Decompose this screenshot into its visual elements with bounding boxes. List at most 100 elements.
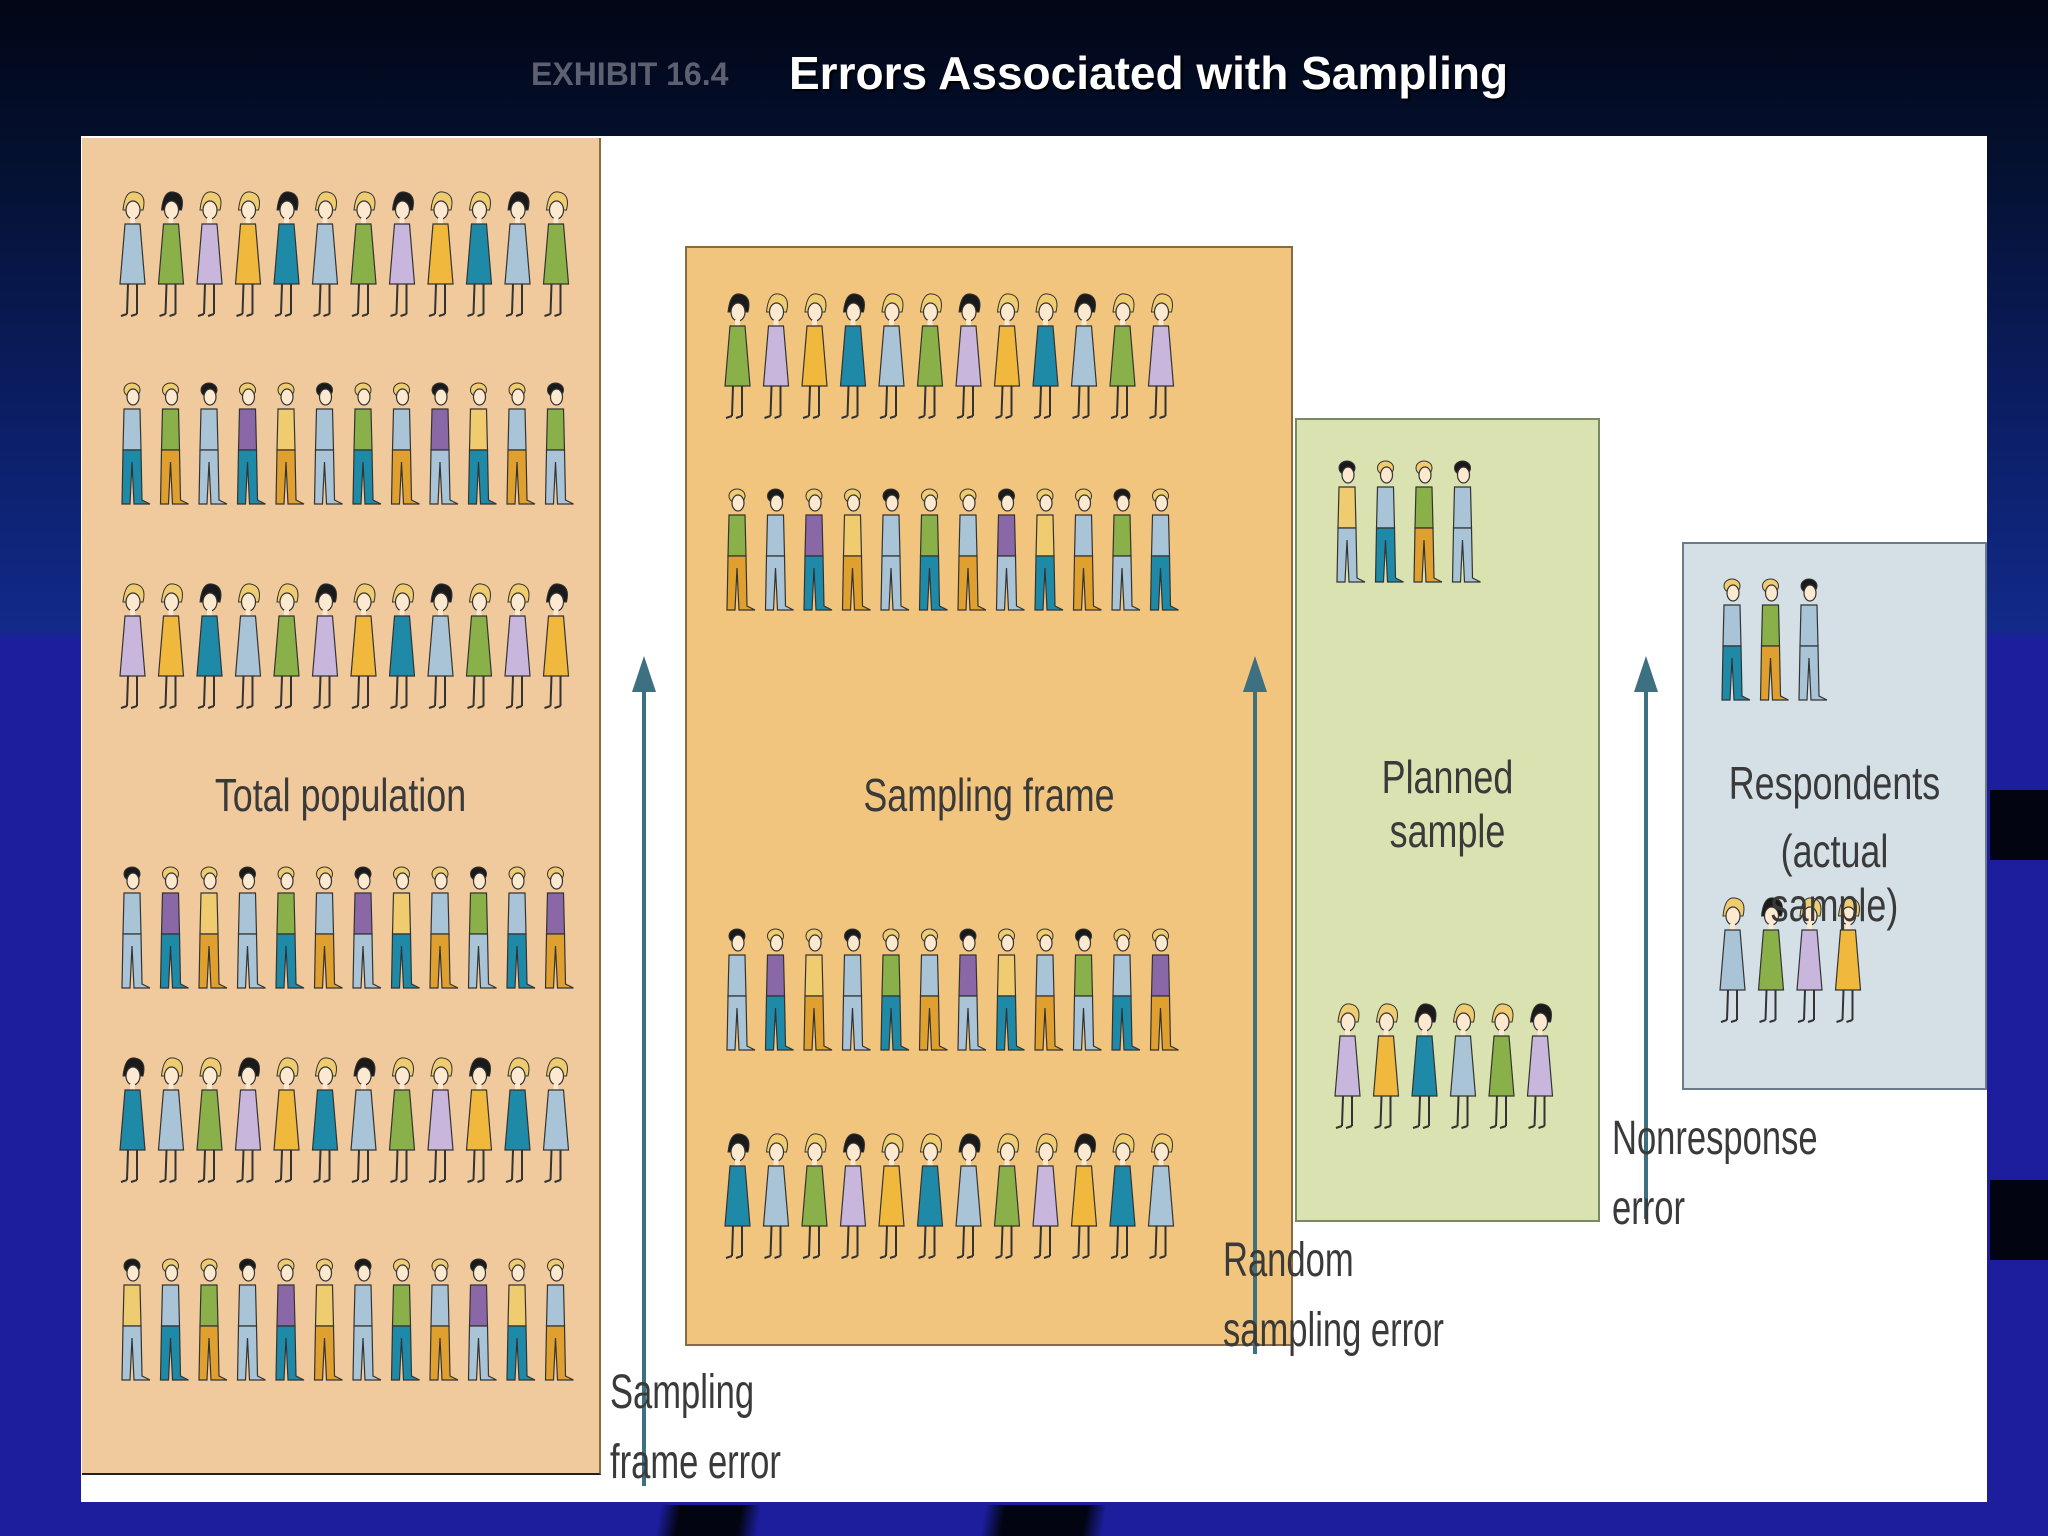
woman-figure [465,191,493,317]
woman-figure [724,293,751,419]
nonresponse-error-line1: Nonresponse [1612,1112,1818,1165]
man-figure [159,866,189,989]
man-figure [390,1258,420,1381]
man-figure [467,1258,497,1381]
woman-figure [839,293,867,419]
woman-figure [465,583,493,709]
woman-figure [157,1057,185,1183]
woman-figure [504,191,531,317]
woman-figure [1757,897,1785,1023]
man-figure [957,928,987,1051]
man-figure [313,382,343,505]
man-figure [313,1258,343,1381]
man-figure [1149,488,1179,611]
man-figure [236,382,266,505]
man-figure [429,1258,459,1381]
man-figure [803,928,833,1051]
man-figure [506,382,536,505]
woman-figure [119,583,146,709]
respondents-label-line1: Respondents [1728,757,1941,809]
woman-figure [234,583,262,709]
man-figure [1111,488,1141,611]
woman-figure [878,1133,905,1259]
total-population-panel: Total population [82,138,601,1475]
man-figure [198,866,228,989]
man-figure [918,928,948,1051]
man-figure [313,866,343,989]
man-figure [1721,578,1751,701]
woman-figure [993,293,1021,419]
woman-figure [1032,293,1059,419]
planned-sample-figures [1334,460,1554,1129]
nonresponse-error-arrow [1634,656,1658,1219]
woman-figure [157,583,185,709]
respondents-panel: Respondents (actual sample) [1682,542,1987,1090]
woman-figure [311,583,339,709]
woman-figure [234,191,262,317]
woman-figure [1449,1003,1477,1129]
man-figure [159,1258,189,1381]
man-figure [1072,928,1102,1051]
woman-figure [273,1057,300,1183]
woman-figure [1334,1003,1361,1129]
total-population-figures [119,191,574,1381]
total-population-label: Total population [214,769,467,821]
page-title: Errors Associated with Sampling [789,47,1509,99]
man-figure [1451,460,1481,583]
man-figure [841,488,871,611]
woman-figure [427,1057,454,1183]
man-figure [506,1258,536,1381]
decorative-stripe [620,1505,1820,1536]
man-figure [880,488,910,611]
woman-figure [1109,1133,1136,1259]
woman-figure [427,583,454,709]
planned-sample-panel: Planned sample [1295,418,1600,1222]
exhibit-number: EXHIBIT 16.4 [531,56,729,92]
woman-figure [273,583,300,709]
planned-sample-label: Planned sample [1381,751,1514,857]
respondents-figures [1719,578,1862,1023]
man-figure [1798,578,1828,701]
woman-figure [119,1057,146,1183]
woman-figure [1488,1003,1515,1129]
man-figure [726,488,756,611]
man-figure [1072,488,1102,611]
man-figure [467,866,497,989]
man-figure [275,382,305,505]
random-sampling-error-line2: sampling error [1223,1304,1444,1357]
woman-figure [1372,1003,1400,1129]
woman-figure [388,583,416,709]
woman-figure [157,191,185,317]
decorative-stripe [1990,790,2048,860]
man-figure [918,488,948,611]
woman-figure [762,293,790,419]
man-figure [198,1258,228,1381]
man-figure [121,382,151,505]
woman-figure [1719,897,1746,1023]
woman-figure [724,1133,751,1259]
man-figure [803,488,833,611]
man-figure [198,382,228,505]
sampling-frame-panel: Sampling frame [685,246,1293,1346]
woman-figure [955,1133,982,1259]
man-figure [1149,928,1179,1051]
man-figure [1759,578,1789,701]
woman-figure [1834,897,1862,1023]
sampling-frame-error-label: Sampling frame error [610,1358,781,1498]
woman-figure [234,1057,262,1183]
sampling-frame-label: Sampling frame [863,769,1115,821]
man-figure [236,1258,266,1381]
woman-figure [1070,1133,1098,1259]
woman-figure [1411,1003,1438,1129]
woman-figure [1526,1003,1554,1129]
woman-figure [504,583,531,709]
sampling-errors-figure: Total population Sampling frame error Sa… [81,136,1987,1502]
woman-figure [350,583,377,709]
woman-figure [916,1133,944,1259]
woman-figure [196,583,223,709]
respondents-label-line2: (actual sample) [1770,825,1899,931]
woman-figure [955,293,982,419]
random-sampling-error-line1: Random [1223,1234,1354,1287]
man-figure [957,488,987,611]
woman-figure [839,1133,867,1259]
